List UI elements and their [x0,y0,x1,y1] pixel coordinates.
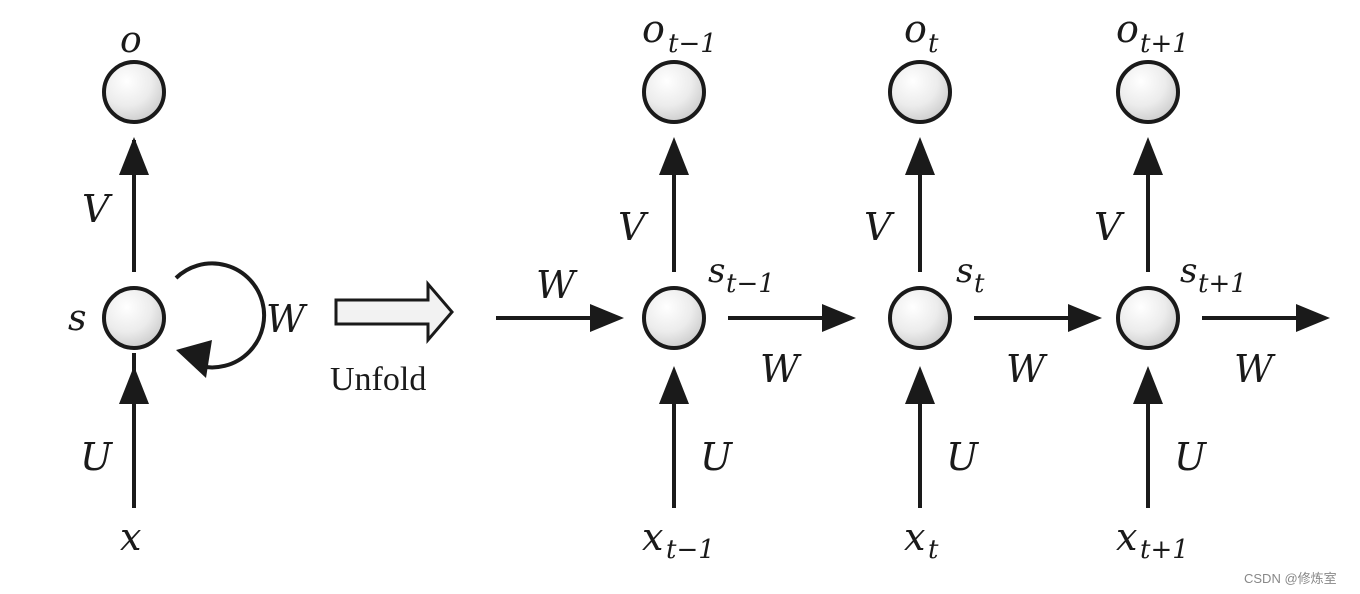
folded-recurrent-arrowhead [176,340,212,378]
watermark: CSDN @修炼室 [1244,571,1337,586]
step-output-node [642,60,706,124]
folded-weight-out-label: V [82,187,113,231]
step-output-sub: t [928,29,939,59]
step-weight-next-label: W [760,347,802,391]
step-output-sub: t−1 [668,29,717,59]
step-state-node [1116,286,1180,350]
unfold-transition: Unfold [330,279,454,398]
unfold-label: Unfold [330,361,426,398]
step-output-label: o [1116,7,1139,51]
step-weight-out-label: V [864,205,895,249]
step-next-arrowhead [822,304,856,332]
folded-rnn: o V s W U x [68,20,308,559]
unfold-hollow-arrow [334,279,454,345]
step-weight-in-label: U [700,435,734,479]
step-output-arrowhead [1133,137,1163,175]
folded-weight-in-label: U [80,435,114,479]
step-output-node [1116,60,1180,124]
step-input-sub: t [928,535,939,565]
step-weight-in-label: U [1174,435,1208,479]
step-t-plus-1: o t+1 V s t+1 W U x t+1 [1094,7,1330,565]
incoming-weight-label: W [536,263,578,307]
incoming-weight-arrowhead [590,304,624,332]
step-weight-next-label: W [1234,347,1276,391]
step-state-node [888,286,952,350]
folded-input-label: x [120,515,141,559]
unfolded-rnn: W o t−1 V s t−1 W U x t−1 [496,7,1330,565]
step-output-arrowhead [659,137,689,175]
step-input-arrowhead [905,366,935,404]
step-output-sub: t+1 [1140,29,1189,59]
folded-recurrent-loop [174,261,267,370]
step-state-label: s [708,251,725,291]
folded-output-node [102,60,166,124]
step-state-node [642,286,706,350]
step-weight-next-label: W [1006,347,1048,391]
step-output-label: o [904,7,927,51]
folded-output-label: o [120,20,142,61]
step-output-label: o [642,7,665,51]
step-next-arrowhead [1068,304,1102,332]
step-state-sub: t+1 [1198,269,1247,299]
step-input-sub: t−1 [666,535,715,565]
step-t-minus-1: o t−1 V s t−1 W U x t−1 [618,7,856,565]
folded-state-node [102,286,166,350]
step-state-label: s [956,251,973,291]
step-weight-out-label: V [1094,205,1125,249]
step-output-node [888,60,952,124]
step-input-label: x [904,515,925,559]
step-weight-in-label: U [946,435,980,479]
step-input-sub: t+1 [1140,535,1189,565]
step-t: o t V s t W U x t [864,7,1102,565]
step-state-sub: t [974,269,985,299]
step-input-arrowhead [659,366,689,404]
step-output-arrowhead [905,137,935,175]
step-input-arrowhead [1133,366,1163,404]
folded-input-arrowhead [119,366,149,404]
folded-weight-recurrent-label: W [266,297,308,341]
folded-output-arrowhead [119,137,149,175]
step-next-arrowhead [1296,304,1330,332]
step-weight-out-label: V [618,205,649,249]
step-input-label: x [1116,515,1137,559]
folded-state-label: s [68,298,86,339]
step-state-label: s [1180,251,1197,291]
step-input-label: x [642,515,663,559]
step-state-sub: t−1 [726,269,775,299]
